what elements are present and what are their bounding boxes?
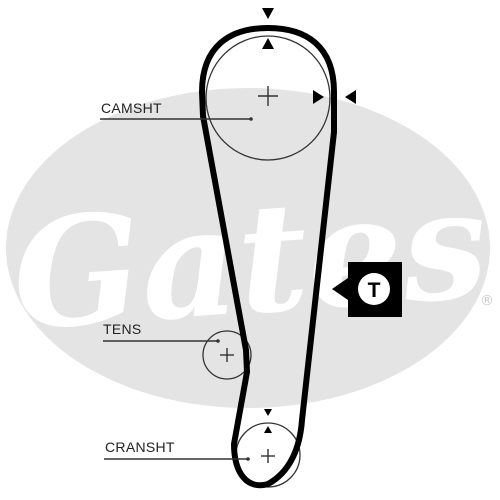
camshaft-top-alignment-mark	[262, 8, 274, 49]
tensioner-label: TENS	[103, 321, 142, 337]
tensioner-callout: TENS	[103, 321, 220, 343]
tensioner-pulley	[202, 330, 252, 380]
camshaft-side-alignment-mark	[313, 90, 356, 104]
alignment-mark-icon	[262, 38, 274, 49]
alignment-mark-icon	[262, 8, 274, 19]
camshaft-label: CAMSHT	[101, 100, 162, 116]
alignment-mark-icon	[264, 426, 272, 433]
crankshaft-alignment-mark	[264, 409, 272, 433]
tensioner-badge: T	[332, 262, 402, 317]
timing-belt	[199, 25, 337, 489]
gates-watermark-text: Gates	[7, 156, 493, 365]
crankshaft-callout: CRANSHT	[104, 439, 250, 461]
alignment-mark-icon	[313, 90, 324, 104]
alignment-mark-icon	[264, 409, 272, 416]
camshaft-pulley	[205, 35, 331, 161]
alignment-mark-icon	[345, 90, 356, 104]
registered-mark: ®	[480, 293, 494, 309]
crankshaft-label: CRANSHT	[105, 439, 175, 455]
camshaft-callout: CAMSHT	[100, 100, 253, 121]
gates-watermark: Gates ®	[6, 88, 494, 408]
tensioner-badge-letter: T	[368, 279, 381, 302]
